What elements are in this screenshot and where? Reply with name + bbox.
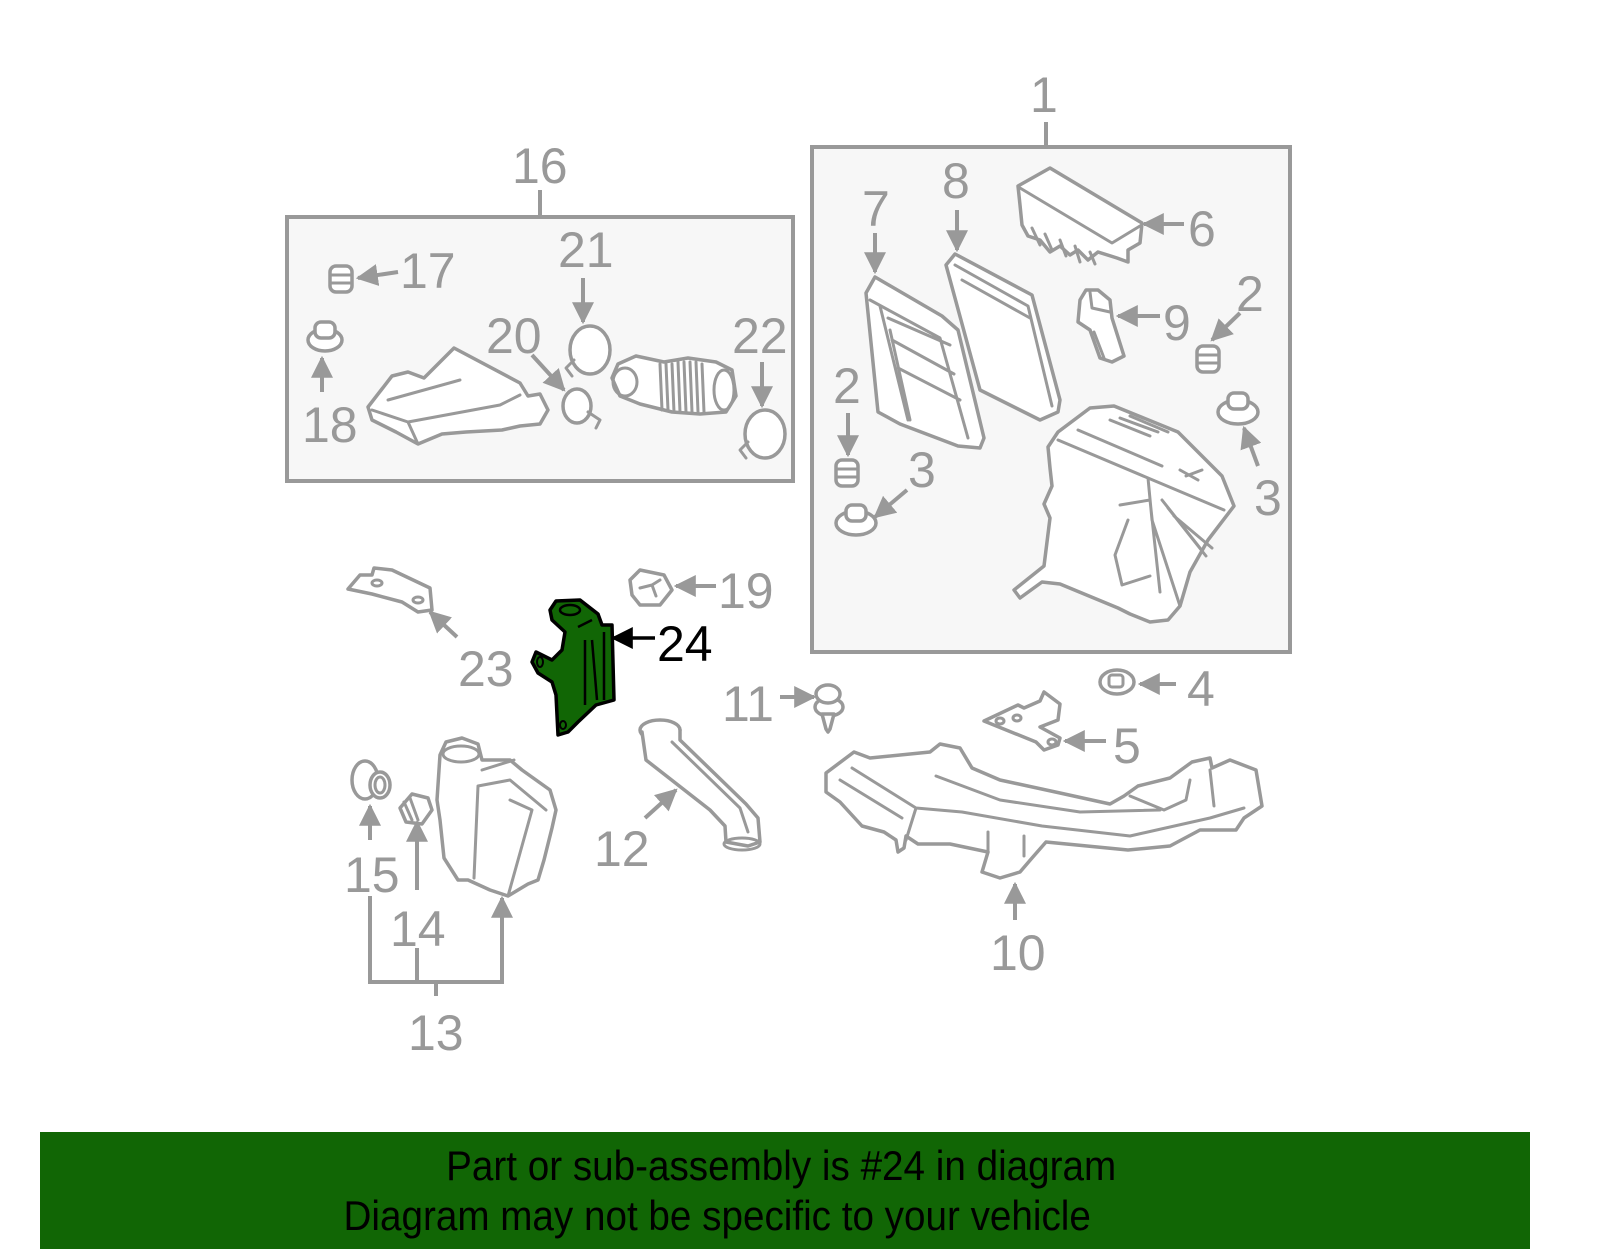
- part-2-grommet-right[interactable]: 2: [1195, 266, 1264, 374]
- callout-11[interactable]: 11: [722, 676, 774, 732]
- callout-23[interactable]: 23: [458, 641, 514, 697]
- callout-6[interactable]: 6: [1188, 201, 1216, 257]
- callout-24[interactable]: 24: [657, 616, 713, 672]
- callout-3-left[interactable]: 3: [908, 442, 936, 498]
- part-10-air-duct[interactable]: 10: [824, 742, 1264, 981]
- callout-16[interactable]: 16: [512, 138, 568, 194]
- callout-5[interactable]: 5: [1113, 718, 1141, 774]
- callout-3-right[interactable]: 3: [1254, 470, 1282, 526]
- callout-1[interactable]: 1: [1030, 67, 1058, 123]
- part-5-bracket[interactable]: 5: [982, 690, 1141, 774]
- part-3-mount-left[interactable]: 3: [834, 442, 936, 537]
- callout-12[interactable]: 12: [594, 821, 650, 877]
- callout-20[interactable]: 20: [486, 308, 542, 364]
- callout-2-left[interactable]: 2: [833, 358, 861, 414]
- part-24-bracket-highlighted[interactable]: 24: [530, 598, 713, 737]
- intake-duct: [366, 346, 550, 446]
- part-6-filter-cover[interactable]: 6: [1016, 166, 1216, 266]
- part-11-clip[interactable]: 11: [722, 676, 845, 734]
- part-2-grommet-left[interactable]: 2: [833, 358, 861, 488]
- callout-17[interactable]: 17: [400, 243, 456, 299]
- callout-15[interactable]: 15: [344, 847, 400, 903]
- part-17-grommet[interactable]: 17: [328, 243, 456, 299]
- part-20-clamp[interactable]: 20: [486, 308, 602, 430]
- part-19-cap[interactable]: 19: [628, 563, 774, 619]
- part-info-banner: Part or sub-assembly is #24 in diagram D…: [40, 1132, 1530, 1249]
- part-4-plug[interactable]: 4: [1098, 661, 1215, 717]
- part-18-mount[interactable]: 18: [302, 320, 358, 453]
- intake-hose: [610, 354, 738, 416]
- callout-19[interactable]: 19: [718, 563, 774, 619]
- air-box-lower-housing: [1012, 404, 1236, 624]
- callout-8[interactable]: 8: [942, 153, 970, 209]
- callout-18[interactable]: 18: [302, 397, 358, 453]
- parts-diagram: 1 16 6 7 8 9 2: [285, 67, 1292, 1061]
- banner-disclaimer: Diagram may not be specific to your vehi…: [343, 1191, 1091, 1239]
- callout-10[interactable]: 10: [990, 925, 1046, 981]
- callout-22[interactable]: 22: [732, 308, 788, 364]
- part-14-sleeve[interactable]: [398, 792, 434, 826]
- banner-part-message: Part or sub-assembly is #24 in diagram: [445, 1141, 1117, 1189]
- part-22-clamp[interactable]: 22: [732, 308, 788, 460]
- callout-13[interactable]: 13: [408, 1005, 464, 1061]
- part-23-bracket[interactable]: 23: [346, 566, 514, 697]
- part-21-clamp[interactable]: 21: [558, 222, 614, 378]
- part-7-filter-frame[interactable]: 7: [862, 181, 986, 450]
- callout-14[interactable]: 14: [390, 901, 446, 957]
- callout-13-bracket: 15 14 13: [344, 803, 513, 1061]
- part-15-grommet[interactable]: [350, 759, 392, 801]
- part-8-air-filter[interactable]: 8: [942, 153, 1062, 422]
- callout-2-right[interactable]: 2: [1236, 266, 1264, 322]
- callout-9[interactable]: 9: [1163, 295, 1191, 351]
- callout-7[interactable]: 7: [862, 181, 890, 237]
- part-12-pipe[interactable]: 12: [594, 718, 762, 877]
- part-3-mount-right[interactable]: 3: [1216, 391, 1282, 526]
- assembly-16-box: [285, 215, 795, 483]
- callout-21[interactable]: 21: [558, 222, 614, 278]
- callout-4[interactable]: 4: [1187, 661, 1215, 717]
- part-13-resonator[interactable]: [435, 736, 558, 898]
- assembly-16-group: 16: [285, 138, 795, 483]
- part-9-sensor[interactable]: 9: [1076, 288, 1191, 364]
